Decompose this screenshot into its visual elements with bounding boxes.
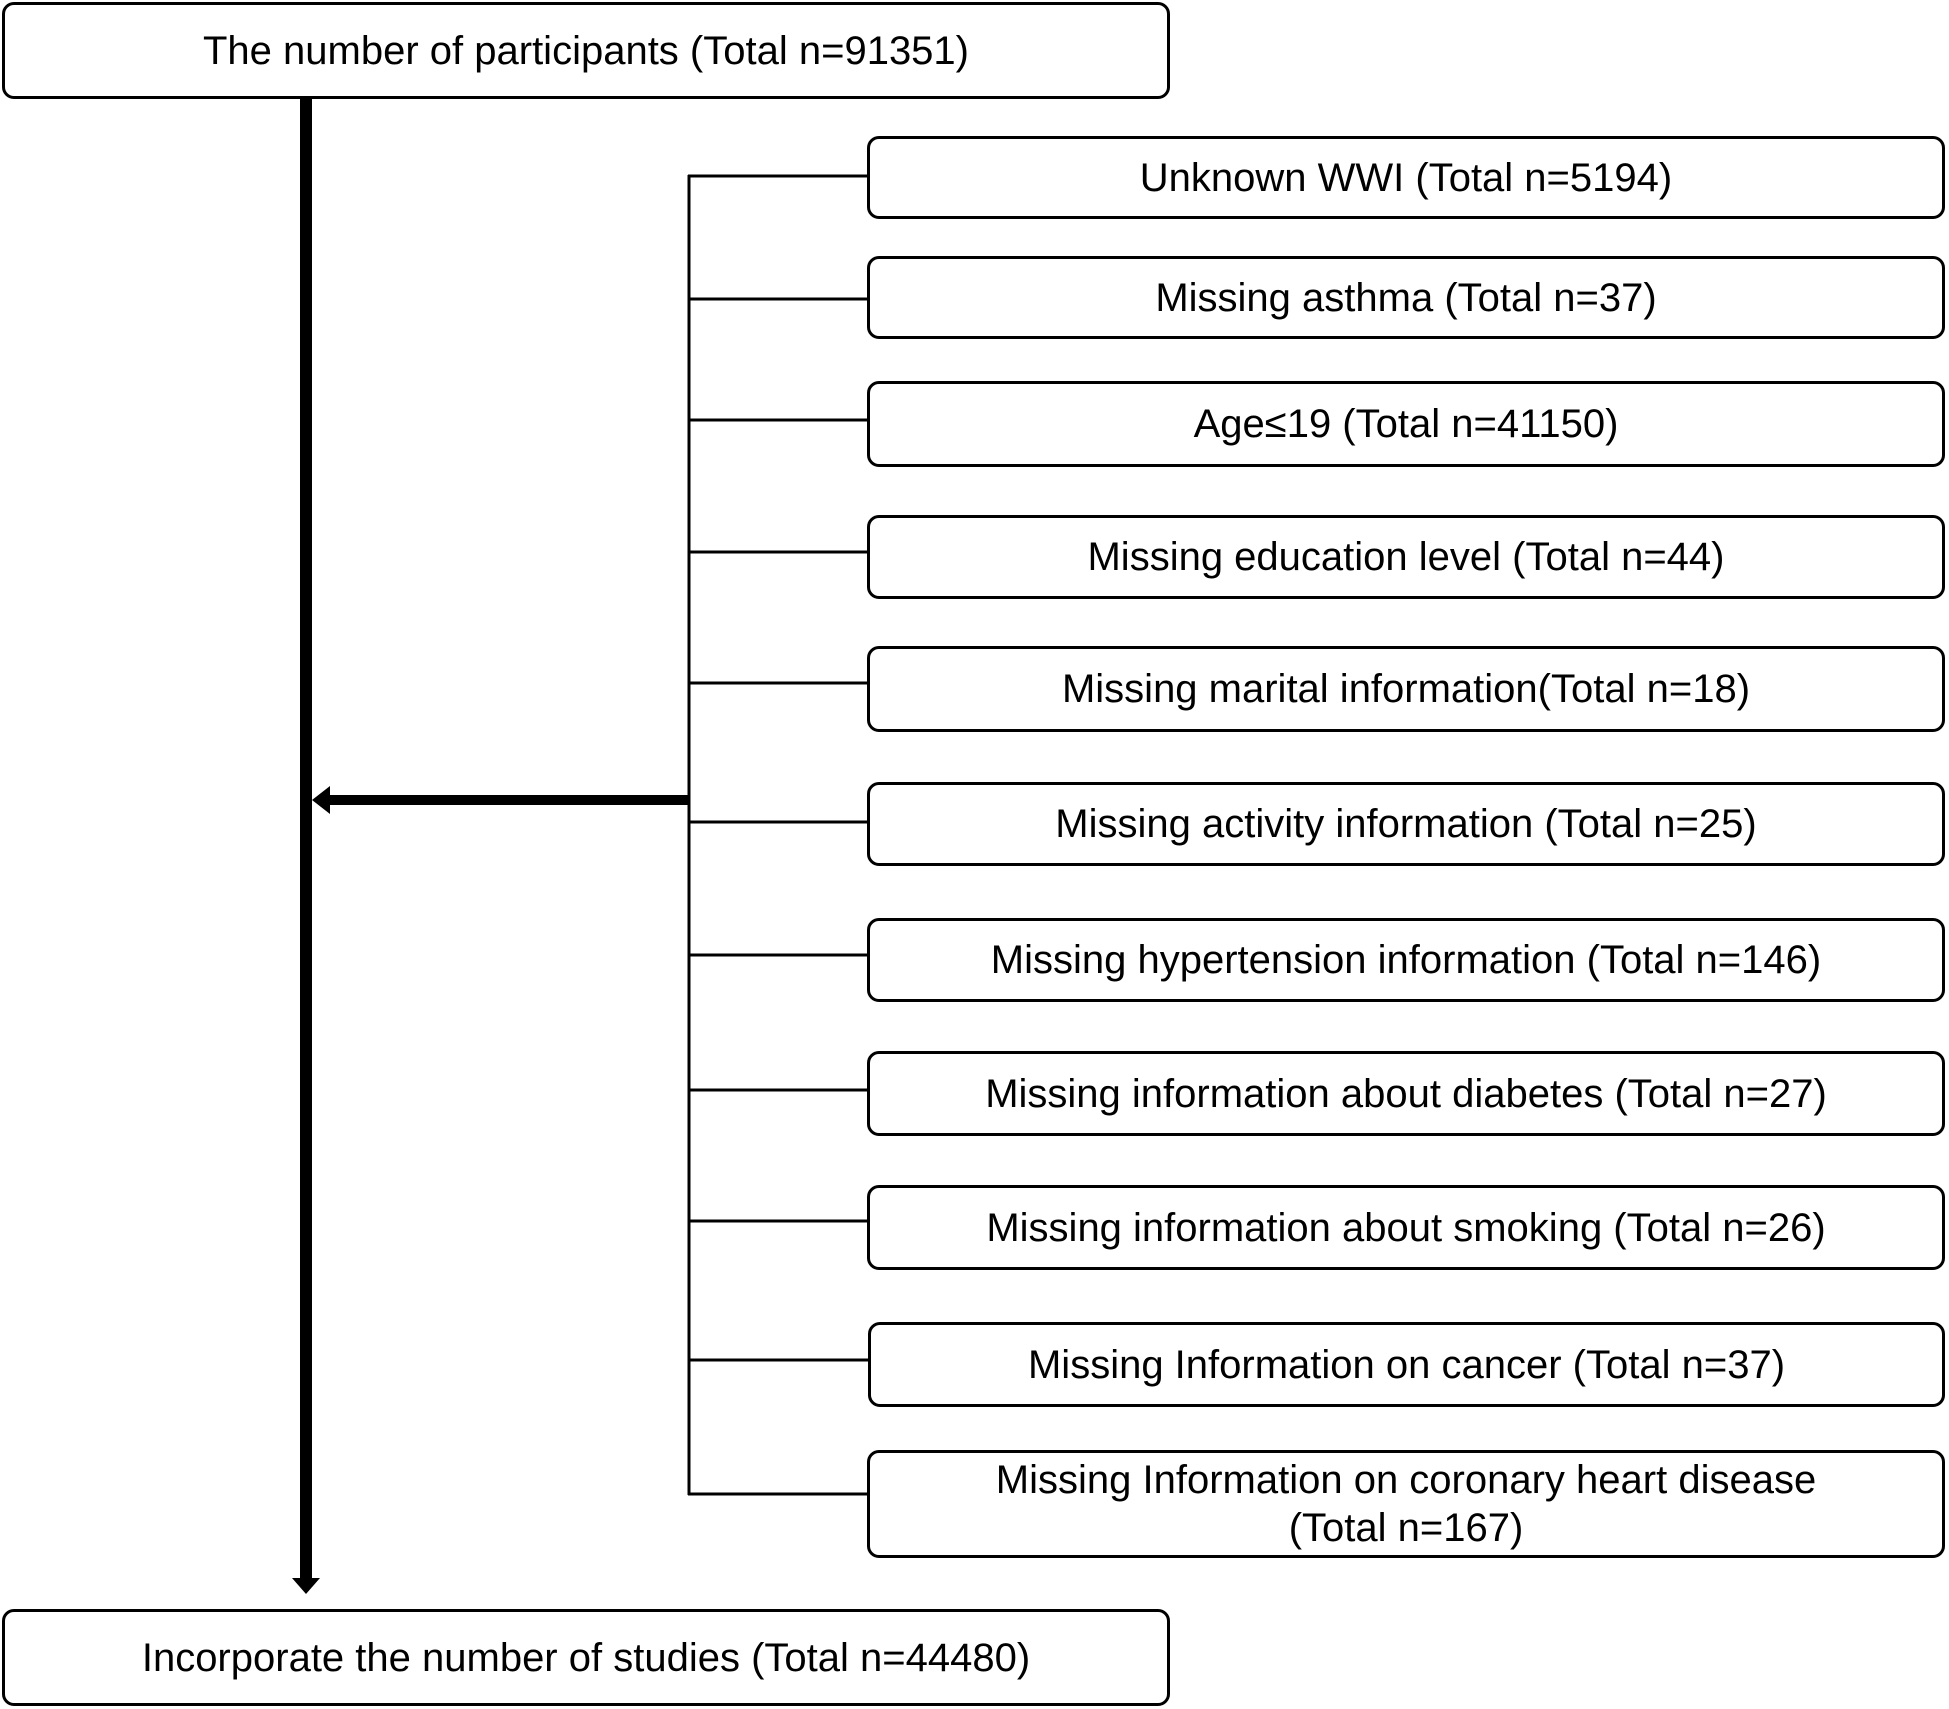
end-box: Incorporate the number of studies (Total… [2, 1609, 1170, 1706]
exclusion-label-line2: (Total n=167) [1288, 1506, 1524, 1550]
exclusion-box-age: Age≤19 (Total n=41150) [867, 381, 1945, 467]
exclusion-label: Missing Information on coronary heart di… [995, 1458, 1817, 1502]
exclusion-box-unknown-wwi: Unknown WWI (Total n=5194) [867, 136, 1945, 219]
start-box: The number of participants (Total n=9135… [2, 2, 1170, 99]
exclusion-merge-arrowhead [312, 786, 330, 814]
exclusion-label: Missing Information on cancer (Total n=3… [1027, 1342, 1786, 1387]
exclusion-box-asthma: Missing asthma (Total n=37) [867, 256, 1945, 339]
exclusion-box-hypertension: Missing hypertension information (Total … [867, 918, 1945, 1002]
exclusion-box-smoking: Missing information about smoking (Total… [867, 1185, 1945, 1270]
exclusion-label: Missing hypertension information (Total … [990, 938, 1822, 982]
exclusion-box-cancer: Missing Information on cancer (Total n=3… [868, 1322, 1945, 1407]
exclusion-label: Missing asthma (Total n=37) [1155, 275, 1657, 320]
exclusion-box-education: Missing education level (Total n=44) [867, 515, 1945, 599]
exclusion-box-diabetes: Missing information about diabetes (Tota… [867, 1051, 1945, 1136]
exclusion-label: Missing activity information (Total n=25… [1055, 802, 1757, 846]
exclusion-box-coronary-heart-disease: Missing Information on coronary heart di… [867, 1450, 1945, 1558]
exclusion-label: Missing information about smoking (Total… [986, 1205, 1826, 1250]
exclusion-box-activity: Missing activity information (Total n=25… [867, 782, 1945, 866]
exclusion-label: Age≤19 (Total n=41150) [1193, 402, 1619, 446]
start-label: The number of participants (Total n=9135… [203, 28, 969, 73]
exclusion-label: Missing education level (Total n=44) [1087, 535, 1725, 579]
main-flow-arrowhead [292, 1578, 320, 1594]
exclusion-label: Missing information about diabetes (Tota… [985, 1071, 1827, 1116]
end-label: Incorporate the number of studies (Total… [141, 1635, 1031, 1680]
exclusion-label: Unknown WWI (Total n=5194) [1139, 155, 1673, 200]
exclusion-label: Missing marital information(Total n=18) [1061, 667, 1751, 711]
exclusion-box-marital: Missing marital information(Total n=18) [867, 646, 1945, 732]
